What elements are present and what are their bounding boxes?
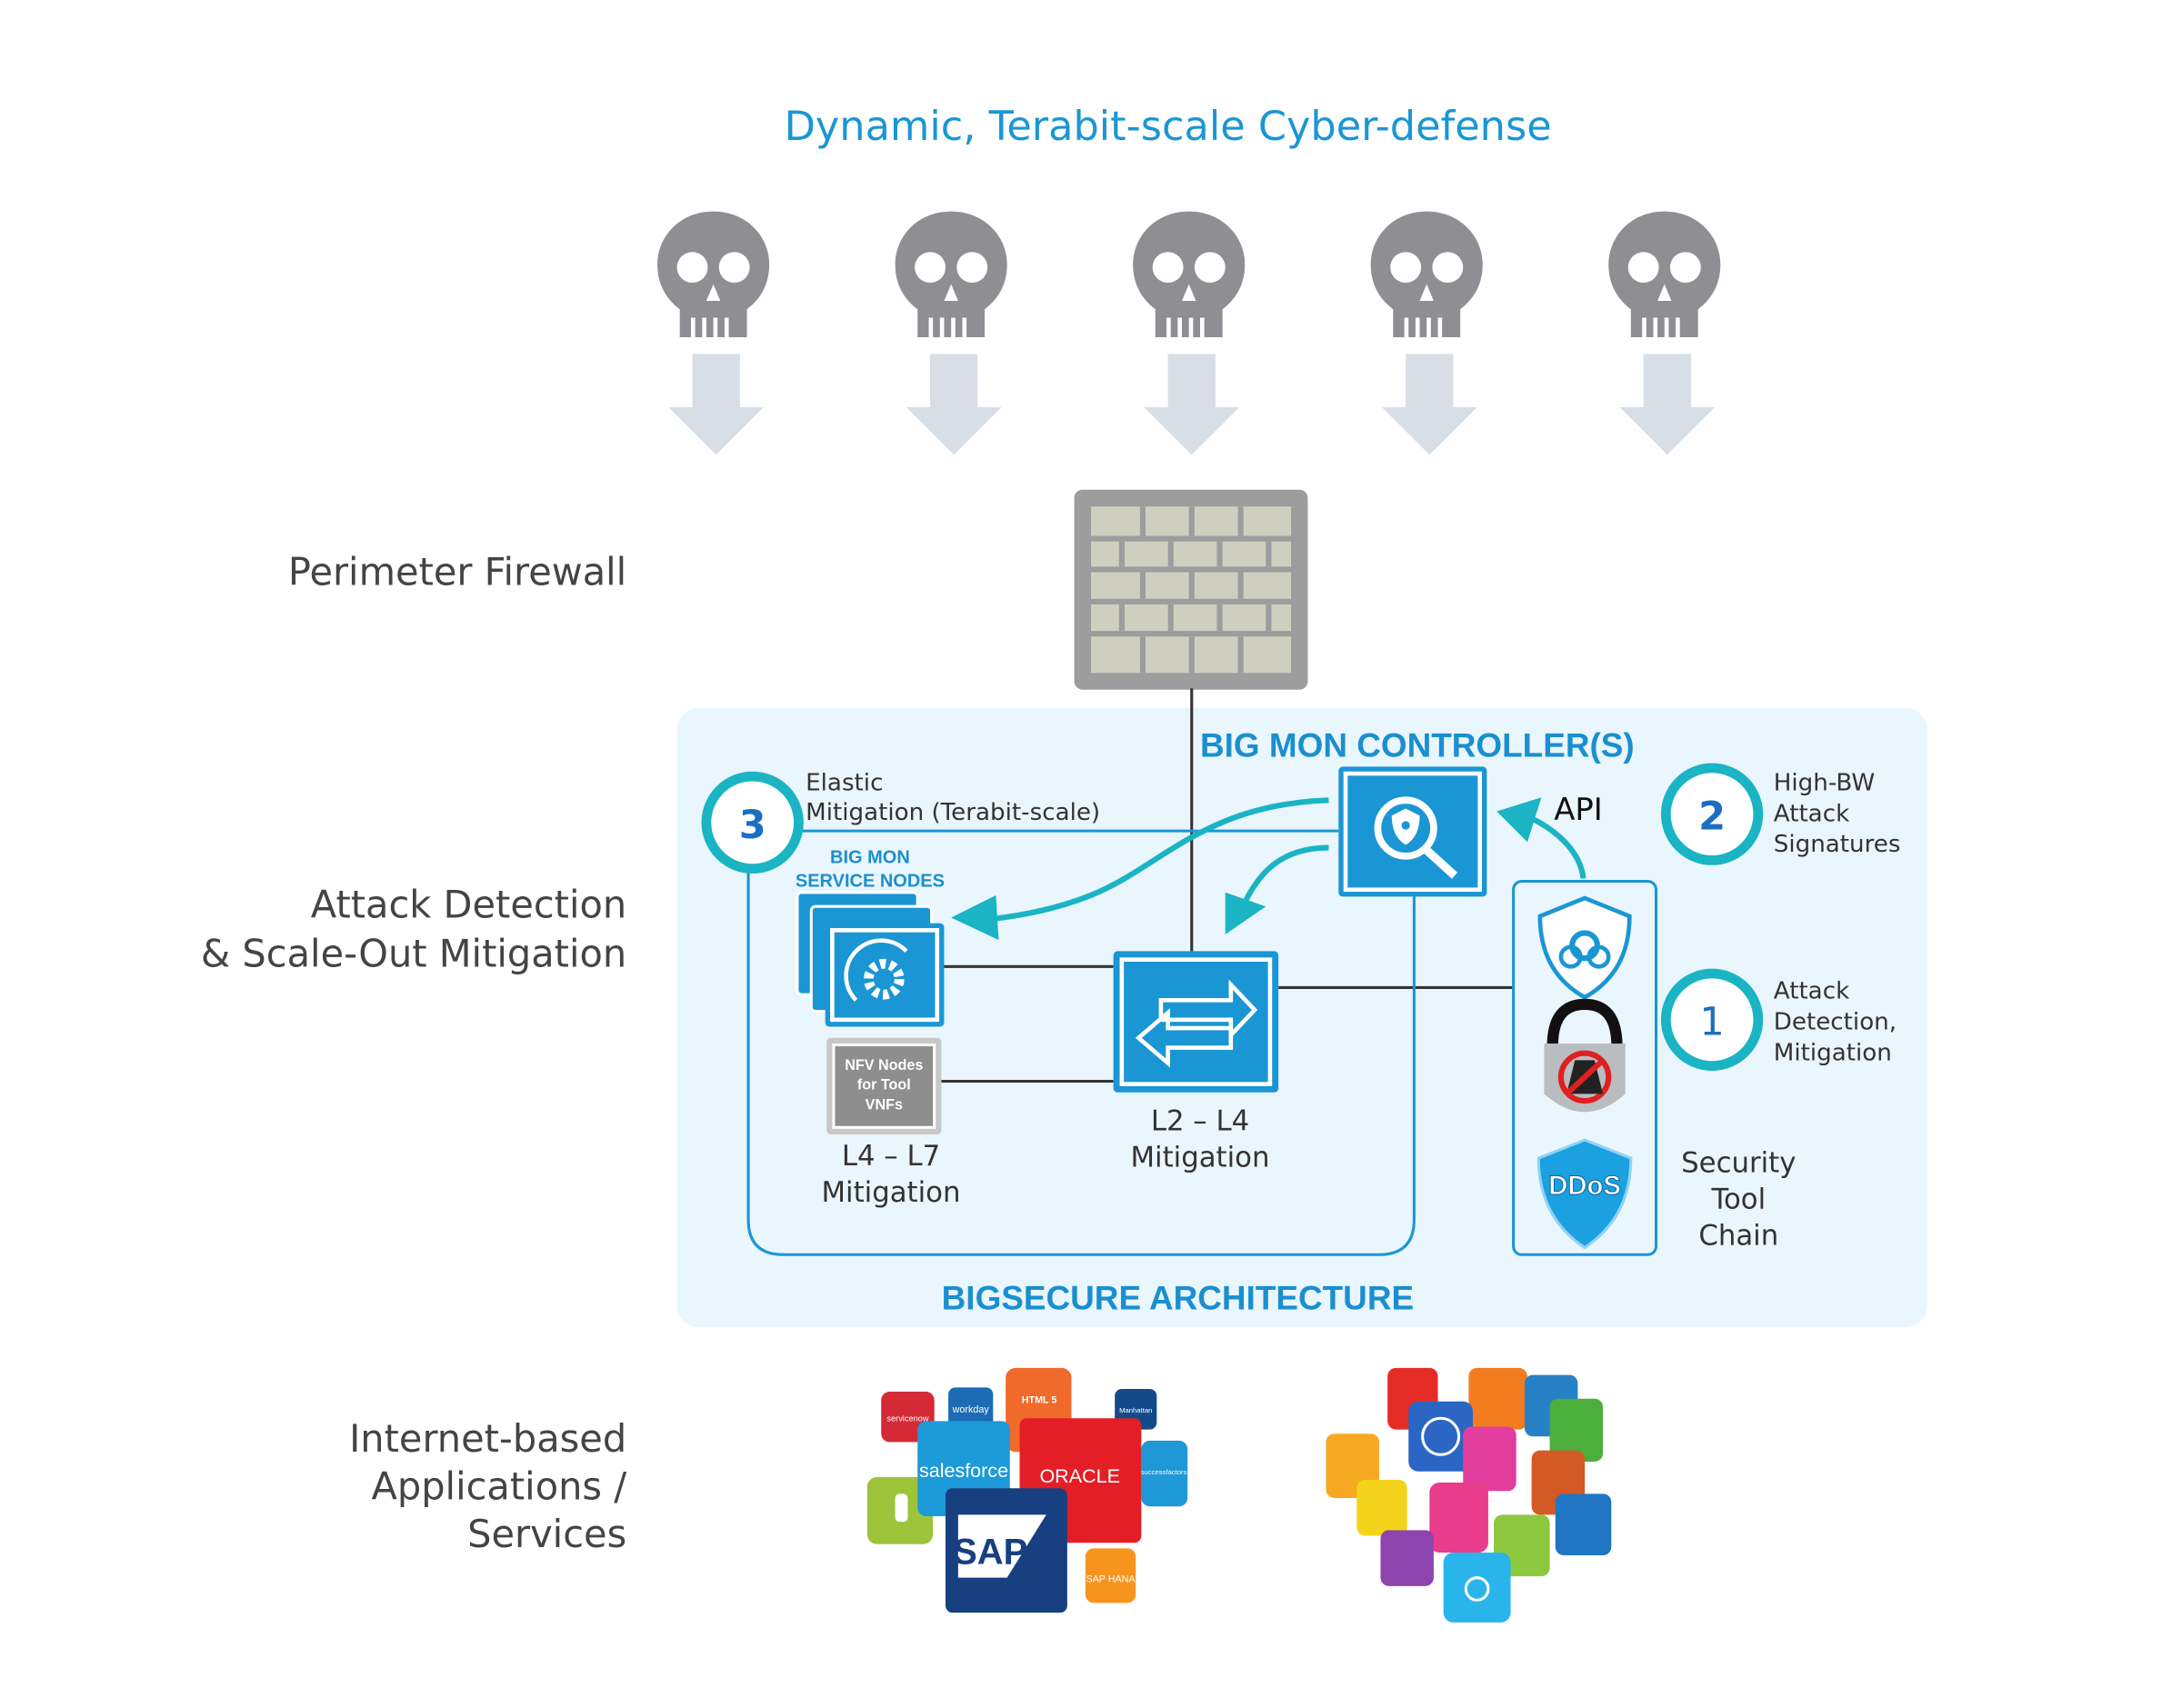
svg-text:NFV Nodes: NFV Nodes: [845, 1057, 923, 1074]
svg-text:2: 2: [1698, 794, 1726, 840]
label-internet-apps-3: Services: [467, 1512, 626, 1556]
svg-text:ORACLE: ORACLE: [1039, 1465, 1119, 1487]
step-2-line2: Attack: [1774, 800, 1850, 827]
threat-skulls: [657, 211, 1721, 455]
svg-text:Manhattan: Manhattan: [1119, 1406, 1152, 1414]
settings-app-icon: [1468, 1367, 1527, 1430]
down-arrow-icon: [1619, 354, 1716, 455]
enterprise-apps-logos: servicenow workday HTML 5 Manhattan succ…: [866, 1367, 1188, 1613]
diagram-title: Dynamic, Terabit-scale Cyber-defense: [785, 103, 1552, 150]
step-3-line1: Elastic: [806, 770, 883, 797]
chart-app-icon: [1549, 1398, 1604, 1462]
api-label: API: [1554, 792, 1603, 827]
controller-label: BIG MON CONTROLLER(S): [1200, 727, 1635, 764]
svg-text:SAP: SAP: [953, 1532, 1027, 1572]
l4l7-label-1: L4 – L7: [842, 1140, 940, 1173]
svg-text:for Tool: for Tool: [857, 1077, 911, 1094]
label-internet-apps-2: Applications /: [371, 1464, 626, 1509]
down-arrow-icon: [1144, 354, 1240, 455]
down-arrow-icon: [906, 354, 1002, 455]
skull-icon: [1608, 211, 1721, 338]
svg-text:HTML 5: HTML 5: [1022, 1394, 1057, 1405]
switch-icon: [1113, 951, 1279, 1093]
step-3: 3: [701, 771, 804, 874]
label-perimeter-firewall: Perimeter Firewall: [288, 549, 626, 594]
step-1: 1: [1660, 968, 1764, 1071]
consumer-app-icons: [1326, 1367, 1612, 1623]
step-1-line1: Attack: [1774, 978, 1850, 1005]
camera-app-icon: [1443, 1552, 1511, 1623]
ddos-shield-icon: DDoS: [1536, 1138, 1633, 1250]
mail-app-icon: [1356, 1479, 1407, 1536]
search-app-icon: [1463, 1426, 1516, 1492]
svg-text:DDoS: DDoS: [1548, 1172, 1621, 1201]
architecture-title: BIGSECURE ARCHITECTURE: [942, 1279, 1414, 1316]
step-1-line3: Mitigation: [1774, 1039, 1892, 1066]
label-scale-out: & Scale-Out Mitigation: [201, 931, 626, 975]
service-nodes-label-1: BIG MON: [830, 847, 910, 867]
percent-app-icon: [1555, 1493, 1612, 1556]
service-nodes-icon: [796, 891, 945, 1027]
control-arrows: [951, 797, 1586, 941]
label-attack-detection: Attack Detection: [311, 882, 626, 926]
toolchain-label-2: Tool: [1710, 1184, 1766, 1216]
nfv-nodes-box: NFV Nodes for Tool VNFs: [826, 1037, 942, 1134]
svg-text:servicenow: servicenow: [886, 1413, 928, 1423]
biohazard-shield-icon: [1537, 895, 1632, 1000]
step-3-line2: Mitigation (Terabit-scale): [806, 799, 1100, 826]
svg-text:successfactors: successfactors: [1141, 1468, 1187, 1476]
label-internet-apps-1: Internet-based: [349, 1416, 626, 1461]
music-app-icon: [1429, 1483, 1488, 1553]
no-hacker-lock-icon: [1544, 998, 1626, 1113]
step-2-line3: Signatures: [1774, 831, 1901, 858]
svg-text:salesforce: salesforce: [919, 1460, 1008, 1482]
skull-icon: [1133, 211, 1246, 338]
skull-icon: [895, 211, 1007, 338]
mitigation-boundary: [746, 870, 1416, 1256]
l2l4-label-1: L2 – L4: [1151, 1104, 1249, 1137]
down-arrow-icon: [668, 354, 764, 455]
l4l7-label-2: Mitigation: [822, 1176, 961, 1209]
connections: [941, 688, 1514, 1084]
skull-icon: [1370, 211, 1483, 338]
controller-icon: [1338, 766, 1487, 897]
lock-app-icon: [1380, 1530, 1434, 1586]
svg-text:3: 3: [739, 803, 766, 848]
skull-icon: [657, 211, 770, 338]
toolchain-label-1: Security: [1681, 1147, 1796, 1180]
step-1-line2: Detection,: [1774, 1009, 1897, 1036]
l2l4-label-2: Mitigation: [1131, 1141, 1270, 1174]
step-2: 2: [1660, 763, 1764, 865]
firewall-icon: [1074, 489, 1308, 690]
svg-text:VNFs: VNFs: [866, 1096, 903, 1113]
toolchain-label-3: Chain: [1698, 1220, 1778, 1253]
step-2-line1: High-BW: [1774, 770, 1875, 797]
service-nodes-label-2: SERVICE NODES: [796, 872, 945, 892]
svg-text:SAP HANA: SAP HANA: [1086, 1573, 1136, 1584]
svg-text:1: 1: [1699, 1000, 1724, 1045]
globe-app-icon: [1408, 1401, 1473, 1472]
android-icon: [895, 1493, 908, 1523]
svg-text:workday: workday: [952, 1404, 990, 1415]
down-arrow-icon: [1382, 354, 1477, 455]
